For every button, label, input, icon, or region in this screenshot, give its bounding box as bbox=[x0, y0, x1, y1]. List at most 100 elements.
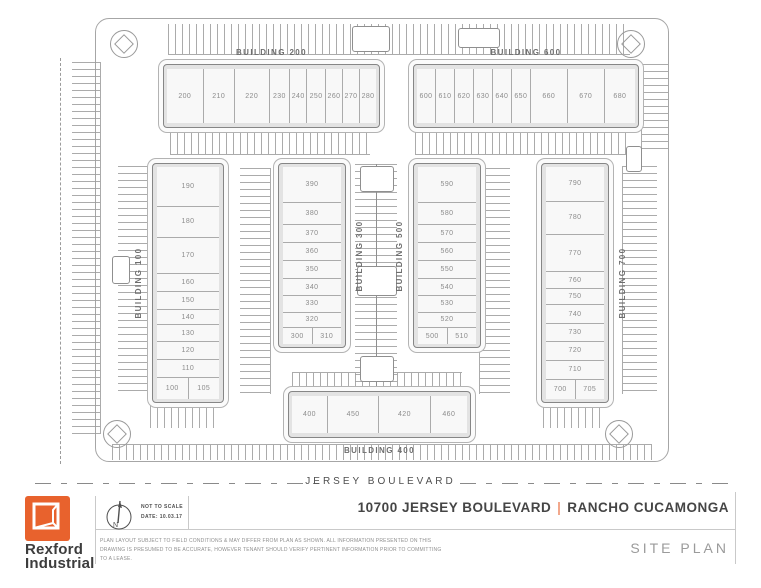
unit-610: 610 bbox=[434, 69, 454, 123]
date-note: DATE: 10.03.17 bbox=[141, 513, 183, 520]
unit-710: 710 bbox=[546, 359, 604, 379]
disclaimer-text: PLAN LAYOUT SUBJECT TO FIELD CONDITIONS … bbox=[100, 538, 442, 562]
unit-790: 790 bbox=[546, 167, 604, 201]
tree-icon bbox=[110, 30, 138, 58]
unit-560: 560 bbox=[418, 241, 476, 260]
unit-580: 580 bbox=[418, 202, 476, 225]
unit-210: 210 bbox=[202, 69, 234, 123]
unit-360: 360 bbox=[283, 241, 341, 260]
unit-680: 680 bbox=[603, 69, 635, 123]
property-line-left bbox=[60, 58, 61, 464]
building-100-label: BUILDING 100 bbox=[134, 247, 143, 319]
unit-110: 110 bbox=[157, 359, 219, 377]
unit-520: 520 bbox=[418, 311, 476, 328]
site-structure bbox=[357, 266, 397, 296]
unit-240: 240 bbox=[289, 69, 307, 123]
unit-510: 510 bbox=[446, 328, 476, 344]
unit-760: 760 bbox=[546, 271, 604, 288]
title-block: Rexford Industrial N NOT TO SCALE DATE: … bbox=[0, 492, 761, 588]
unit-540: 540 bbox=[418, 278, 476, 295]
unit-340: 340 bbox=[283, 278, 341, 295]
site-structure bbox=[112, 256, 130, 284]
unit-420: 420 bbox=[378, 396, 430, 433]
unit-100: 100 bbox=[157, 377, 188, 399]
parking-stalls bbox=[72, 62, 101, 434]
tree-icon bbox=[605, 420, 633, 448]
site-structure bbox=[626, 146, 642, 172]
svg-text:N: N bbox=[113, 522, 118, 529]
unit-550: 550 bbox=[418, 259, 476, 279]
site-structure bbox=[360, 356, 394, 382]
divider bbox=[735, 492, 736, 564]
unit-200: 200 bbox=[167, 69, 203, 123]
unit-180: 180 bbox=[157, 205, 219, 237]
parking-stalls bbox=[240, 168, 271, 394]
building-700-label: BUILDING 700 bbox=[618, 247, 627, 319]
unit-750: 750 bbox=[546, 287, 604, 305]
unit-630: 630 bbox=[472, 69, 492, 123]
site-structure bbox=[360, 166, 394, 192]
unit-280: 280 bbox=[359, 69, 377, 123]
unit-300: 300 bbox=[283, 328, 312, 344]
parking-stalls bbox=[170, 126, 370, 155]
unit-230: 230 bbox=[268, 69, 290, 123]
unit-780: 780 bbox=[546, 200, 604, 234]
parking-stalls bbox=[479, 168, 510, 394]
brand-name: Rexford Industrial bbox=[25, 541, 95, 573]
property-address: 10700 JERSEY BOULEVARD|RANCHO CUCAMONGA bbox=[357, 500, 729, 515]
unit-140: 140 bbox=[157, 309, 219, 325]
parking-stalls bbox=[112, 444, 652, 460]
parking-stalls bbox=[543, 402, 603, 428]
site-structure bbox=[352, 26, 390, 52]
parking-stalls bbox=[150, 402, 214, 428]
unit-740: 740 bbox=[546, 304, 604, 323]
unit-380: 380 bbox=[283, 202, 341, 225]
sheet-title: SITE PLAN bbox=[630, 540, 729, 556]
unit-640: 640 bbox=[491, 69, 511, 123]
unit-120: 120 bbox=[157, 341, 219, 360]
unit-590: 590 bbox=[418, 167, 476, 203]
unit-720: 720 bbox=[546, 341, 604, 360]
unit-320: 320 bbox=[283, 311, 341, 328]
unit-250: 250 bbox=[306, 69, 325, 123]
tree-icon bbox=[103, 420, 131, 448]
parking-stalls bbox=[622, 166, 657, 394]
unit-460: 460 bbox=[429, 396, 467, 433]
unit-220: 220 bbox=[233, 69, 269, 123]
unit-350: 350 bbox=[283, 259, 341, 279]
tree-icon bbox=[617, 30, 645, 58]
street-name-label: JERSEY BOULEVARD bbox=[305, 476, 456, 487]
unit-105: 105 bbox=[187, 377, 219, 399]
unit-600: 600 bbox=[417, 69, 435, 123]
unit-130: 130 bbox=[157, 324, 219, 342]
unit-705: 705 bbox=[574, 379, 604, 399]
street-centerline bbox=[35, 483, 327, 484]
unit-400: 400 bbox=[292, 396, 327, 433]
unit-700: 700 bbox=[546, 379, 575, 399]
scale-note: NOT TO SCALE bbox=[141, 504, 183, 510]
unit-310: 310 bbox=[311, 328, 341, 344]
north-compass-icon: N bbox=[106, 500, 132, 530]
unit-270: 270 bbox=[341, 69, 359, 123]
unit-390: 390 bbox=[283, 167, 341, 203]
unit-170: 170 bbox=[157, 237, 219, 274]
parking-stalls bbox=[641, 64, 668, 150]
address-separator: | bbox=[557, 500, 562, 515]
unit-770: 770 bbox=[546, 233, 604, 272]
divider bbox=[95, 496, 96, 564]
unit-150: 150 bbox=[157, 291, 219, 309]
street-centerline bbox=[460, 483, 732, 484]
unit-160: 160 bbox=[157, 273, 219, 292]
